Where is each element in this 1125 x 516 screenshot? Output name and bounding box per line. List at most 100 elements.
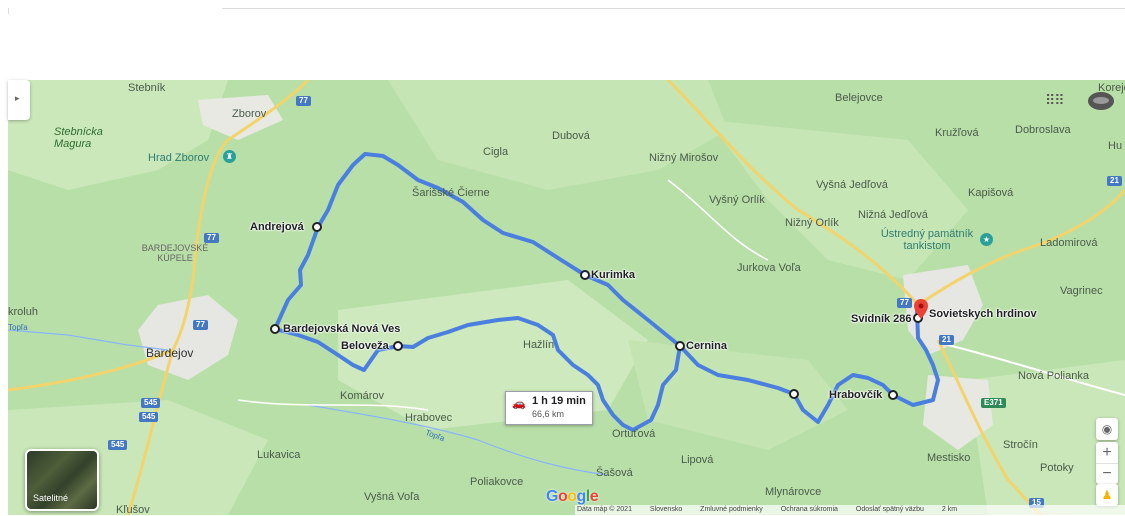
place-label: Lipová <box>681 454 714 466</box>
place-label: Vyšná Jedľová <box>816 179 888 191</box>
map-canvas[interactable] <box>8 80 1125 515</box>
road-shield: 21 <box>1107 176 1122 186</box>
place-label: Lukavica <box>257 449 301 461</box>
place-label: Šarišské Čierne <box>412 187 490 199</box>
poi-label[interactable]: Ústredný pamätník tankistom <box>880 228 974 252</box>
road-shield: 545 <box>141 398 161 408</box>
google-logo-letter: o <box>557 488 568 505</box>
target-icon: ◉ <box>1101 422 1113 436</box>
grid-icon[interactable]: ⠿⠿ <box>1045 92 1064 108</box>
map-data-credit: Dáta máp © 2021 <box>577 506 632 513</box>
stop-label-andrejova[interactable]: Andrejová <box>250 221 304 233</box>
google-logo-letter: e <box>589 488 599 505</box>
stop-label-bardejovska-nova-ves[interactable]: Bardejovská Nová Ves <box>283 323 401 335</box>
place-label: Hrabovec <box>405 412 453 424</box>
zoom-out-button[interactable]: − <box>1096 463 1118 485</box>
privacy-link[interactable]: Ochrana súkromia <box>780 506 838 513</box>
road-shield: 77 <box>204 233 219 243</box>
route-info-box[interactable]: 🚗 1 h 19 min 66,6 km <box>505 391 593 425</box>
my-location-button[interactable]: ◉ <box>1096 418 1118 440</box>
road-545-south <box>126 349 175 515</box>
place-label: Mestisko <box>927 452 971 464</box>
stop-label-beloveza[interactable]: Beloveža <box>341 340 389 352</box>
open-land <box>388 80 728 190</box>
google-logo-letter: G <box>546 488 558 505</box>
place-label: Nižný Orlík <box>785 217 839 229</box>
top-bar <box>0 0 1125 80</box>
place-label: Nižná Jedľová <box>858 209 928 221</box>
google-logo-letter: g <box>576 488 587 505</box>
open-land <box>8 80 228 190</box>
zoom-in-button[interactable]: + <box>1102 444 1112 461</box>
zoom-controls: + − <box>1096 442 1118 484</box>
monument-icon[interactable]: ★ <box>980 233 993 246</box>
urban-area-zborov <box>198 95 283 140</box>
route-line[interactable] <box>273 152 682 432</box>
side-panel-toggle[interactable]: ▸ <box>8 80 30 120</box>
pegman-icon: ♟ <box>1101 488 1113 502</box>
scale-label[interactable]: 2 km <box>941 506 958 513</box>
pegman-button[interactable]: ♟ <box>1096 484 1118 506</box>
route-duration: 1 h 19 min <box>532 395 586 407</box>
castle-icon[interactable]: ♜ <box>223 150 236 163</box>
satellite-label: Satelitné <box>33 493 69 503</box>
urban-area-svidnik-south <box>923 375 993 450</box>
road-local <box>237 399 429 411</box>
stop-bardejovska-nova-ves[interactable] <box>270 324 280 334</box>
route-line-east[interactable] <box>678 309 940 424</box>
map-base <box>8 80 1125 515</box>
place-label: Dobroslava <box>1015 124 1071 136</box>
map-footer: Dáta máp © 2021 Slovensko Zmluvné podmie… <box>575 505 1125 515</box>
stop-label-hrabovcik[interactable]: Hrabovčík <box>829 389 883 401</box>
stop-andrejova[interactable] <box>312 222 322 232</box>
place-label: Cigla <box>483 146 509 158</box>
urban-area-svidnik <box>903 265 983 355</box>
stop-label-cernina[interactable]: Cernina <box>686 340 727 352</box>
road-shield: 77 <box>193 320 208 330</box>
place-label: Hažlín <box>523 339 555 351</box>
country-link[interactable]: Slovensko <box>649 506 683 513</box>
place-label: Stebník <box>128 82 166 94</box>
road-shield: 77 <box>296 96 311 106</box>
place-label: Stročín <box>1003 439 1038 451</box>
avatar[interactable] <box>1088 92 1114 110</box>
open-land <box>628 340 848 450</box>
river <box>8 329 169 351</box>
place-label: kroluh <box>8 306 38 318</box>
place-label: Kľušov <box>116 504 150 516</box>
poi-label[interactable]: Hrad Zborov <box>148 152 210 164</box>
stop-cernina[interactable] <box>675 341 685 351</box>
stop-unnamed[interactable] <box>789 389 799 399</box>
road-shield: 77 <box>897 298 912 308</box>
stop-label-sovietskych-hrdinov[interactable]: Sovietskych hrdinov <box>929 308 1037 320</box>
place-label: Nová Polianka <box>1018 370 1089 382</box>
road-shield: 15 <box>1029 498 1044 508</box>
place-label: Hu <box>1108 140 1123 152</box>
destination-pin-icon[interactable] <box>914 299 928 319</box>
place-label: Dubová <box>552 130 590 142</box>
open-land <box>338 280 648 430</box>
place-label: Potoky <box>1040 462 1074 474</box>
place-label: Vyšná Voľa <box>364 491 420 503</box>
google-logo: Google <box>546 488 599 506</box>
stop-beloveza[interactable] <box>393 341 403 351</box>
stop-kurimka[interactable] <box>580 270 590 280</box>
stop-hrabovcik[interactable] <box>888 390 898 400</box>
road-545 <box>8 348 174 392</box>
terms-link[interactable]: Zmluvné podmienky <box>700 506 763 513</box>
satellite-toggle[interactable]: Satelitné <box>25 449 99 511</box>
stop-label-svidnik[interactable]: Svidník 286 <box>851 313 912 325</box>
road-77-east <box>666 80 920 306</box>
place-label: Ortuťová <box>612 428 656 440</box>
river-label: Topľa <box>8 323 28 332</box>
place-label: Vyšný Orlík <box>709 194 765 206</box>
stop-label-kurimka[interactable]: Kurimka <box>591 269 636 281</box>
urban-area-bardejov <box>138 295 238 380</box>
place-label: Šašová <box>596 467 633 479</box>
top-left-tick <box>8 8 9 14</box>
road-shield: E371 <box>981 398 1006 408</box>
place-label: Mlynárovce <box>765 486 822 498</box>
road-shield: 21 <box>939 335 954 345</box>
feedback-link[interactable]: Odoslať spätný väzbu <box>855 506 924 513</box>
road-21-north <box>917 189 1125 307</box>
